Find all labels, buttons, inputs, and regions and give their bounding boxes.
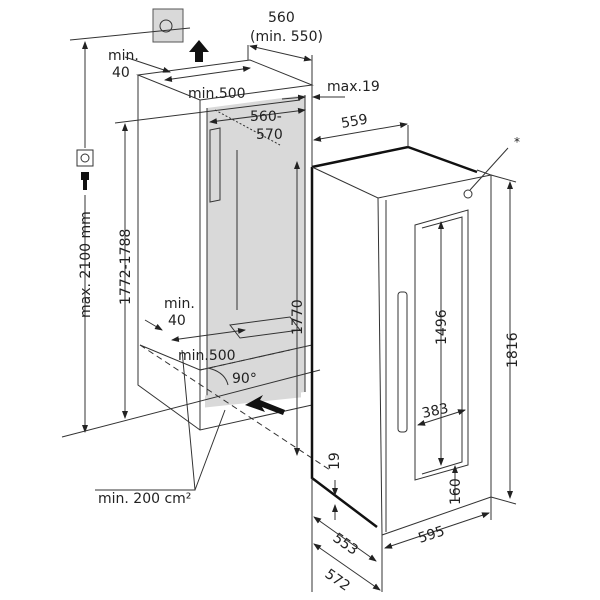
appliance-depth-label: 559 <box>340 112 369 132</box>
total-height-label: 1816 <box>505 332 521 368</box>
window-bottom-label: 160 <box>448 478 464 505</box>
panel-max-label: max.19 <box>327 79 380 95</box>
window-height-label: 1496 <box>434 309 450 345</box>
appliance-width-label: 595 <box>416 523 446 546</box>
niche-depth-min-label: (min. 550) <box>250 29 323 45</box>
window-width-label: 383 <box>421 401 450 422</box>
bottom-gap-value: 40 <box>168 313 186 329</box>
power-socket-icon <box>76 149 94 167</box>
power-plug-icon <box>81 172 89 190</box>
hinge-icon <box>209 127 221 203</box>
airflow-in-arrow-icon <box>245 395 285 415</box>
socket-top-icon <box>152 8 184 43</box>
bottom-gap-label: min. <box>164 296 195 312</box>
top-gap-value: 40 <box>112 65 130 81</box>
angle-label: 90° <box>232 371 257 387</box>
inner-height-label: 1770 <box>290 299 306 335</box>
socket-height-label: max. 2100 mm <box>78 211 94 318</box>
inner-width-label-2: 570 <box>256 127 283 143</box>
niche-cabinet <box>136 59 331 471</box>
top-vent-width-label: min.500 <box>188 86 246 102</box>
niche-dimensions <box>61 27 345 491</box>
niche-depth-label: 560 <box>268 10 295 26</box>
inner-width-label: 560- <box>250 109 282 125</box>
display-indicator-icon <box>463 189 473 199</box>
total-depth-label: 572 <box>322 566 353 594</box>
door-handle[interactable] <box>397 291 408 433</box>
body-depth-label: 553 <box>330 530 361 558</box>
top-gap-label: min. <box>108 48 139 64</box>
bottom-vent-width-label: min.500 <box>178 348 236 364</box>
glass-door-window <box>414 209 469 481</box>
wine-cabinet-appliance <box>310 145 509 536</box>
plinth-offset-label: 19 <box>327 452 343 470</box>
niche-height-label: 1772-1788 <box>118 229 134 305</box>
vent-area-label: min. 200 cm² <box>98 491 191 507</box>
airflow-up-arrow-icon <box>189 40 209 62</box>
appliance-dimensions <box>311 122 517 592</box>
note-marker: * <box>514 135 520 149</box>
